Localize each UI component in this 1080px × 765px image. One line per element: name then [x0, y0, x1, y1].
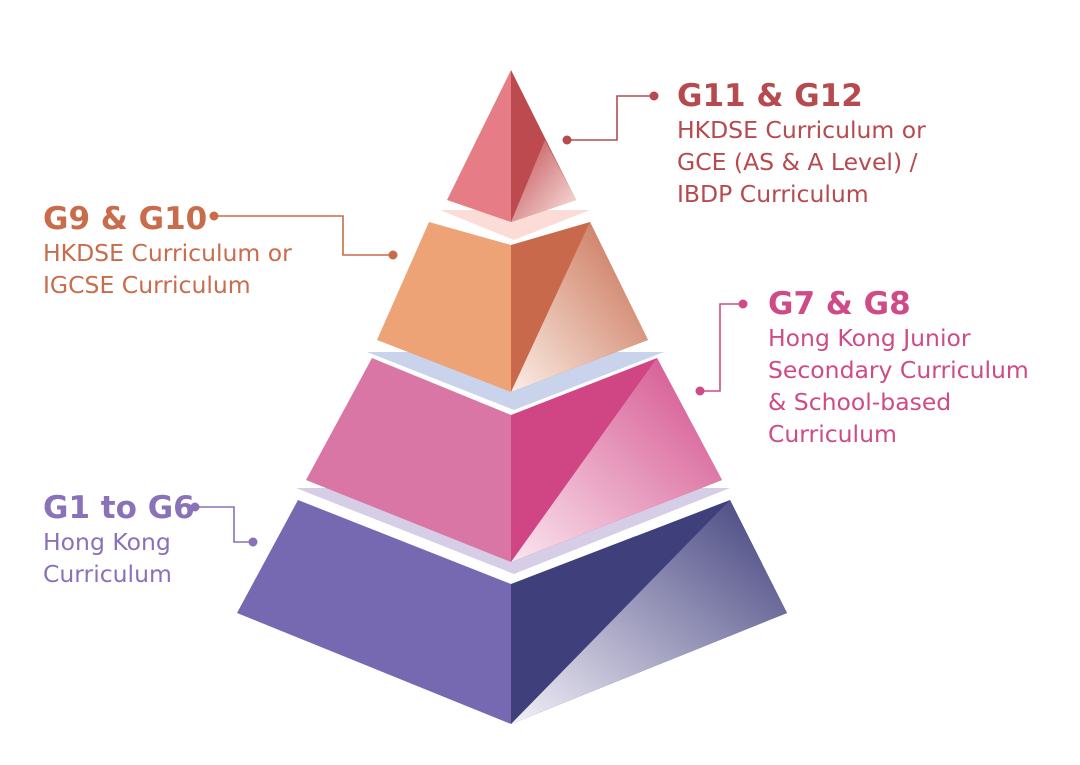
tier-title: G9 & G10	[43, 201, 208, 237]
tier-top-shade	[511, 140, 576, 222]
tier-description-line: Hong Kong	[43, 528, 171, 556]
connector-g11	[562, 91, 659, 145]
connector-g7	[695, 299, 748, 396]
tier-description-line: IGCSE Curriculum	[43, 271, 251, 299]
tier-description-line: GCE (AS & A Level) /	[677, 148, 918, 176]
tier-description-line: Curriculum	[43, 560, 172, 588]
tier-title: G7 & G8	[768, 286, 911, 322]
label-g7-g8: G7 & G8 Hong Kong Junior Secondary Curri…	[768, 286, 1029, 450]
tier-pink-left-face	[306, 358, 511, 562]
tier-description-line: Hong Kong Junior	[768, 324, 971, 352]
tier-description-line: IBDP Curriculum	[677, 180, 869, 208]
label-g11-g12: G11 & G12 HKDSE Curriculum or GCE (AS & …	[677, 78, 926, 210]
tier-top-left-face	[447, 70, 511, 222]
tier-description-line: & School-based	[768, 388, 952, 416]
connector-g1	[190, 502, 258, 547]
tier-purple-left-face	[237, 500, 511, 724]
tier-orange-shade	[511, 222, 648, 392]
label-g1-g6: G1 to G6 Hong Kong Curriculum	[43, 490, 195, 590]
tier-description-line: Secondary Curriculum	[768, 356, 1029, 384]
tier-description-line: HKDSE Curriculum or	[43, 239, 292, 267]
connector-g9	[209, 211, 398, 260]
band-top	[440, 210, 590, 240]
tier-title: G1 to G6	[43, 490, 195, 526]
tier-purple-shade	[511, 500, 787, 724]
tier-orange-left-face	[377, 222, 511, 392]
tier-pink-shade	[511, 358, 722, 562]
label-g9-g10: G9 & G10 HKDSE Curriculum or IGCSE Curri…	[43, 201, 292, 301]
tier-title: G11 & G12	[677, 78, 863, 114]
tier-description-line: HKDSE Curriculum or	[677, 116, 926, 144]
tier-description-line: Curriculum	[768, 420, 897, 448]
